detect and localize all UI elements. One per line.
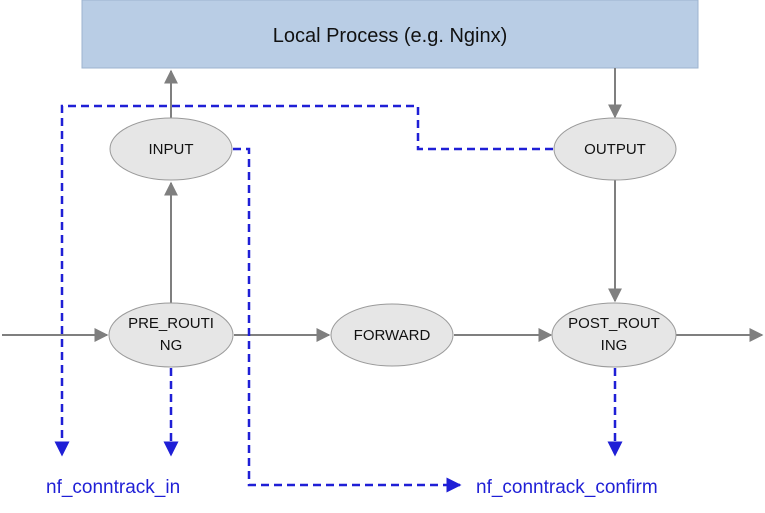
node-forward: FORWARD [330, 303, 454, 367]
path-output-to-conntrack-in [54, 104, 553, 457]
input-ellipse [109, 117, 233, 181]
output-ellipse [553, 117, 677, 181]
post-routing-label-line2: ING [601, 337, 628, 354]
forward-ellipse [330, 303, 454, 367]
node-input: INPUT [109, 117, 233, 181]
conntrack-paths [54, 104, 623, 493]
node-post-routing: POST_ROUT ING [551, 302, 677, 368]
forward-label: FORWARD [354, 327, 431, 344]
conntrack-confirm-label: nf_conntrack_confirm [476, 477, 658, 498]
output-label: OUTPUT [584, 141, 646, 158]
post-routing-label-line1: POST_ROUT [568, 315, 660, 332]
path-input-to-conntrack-confirm [233, 147, 462, 493]
post-routing-ellipse [551, 302, 677, 368]
pre-routing-label-line2: NG [160, 337, 183, 354]
input-label: INPUT [149, 141, 194, 158]
conntrack-in-label: nf_conntrack_in [46, 477, 180, 498]
local-process-box [81, 0, 699, 69]
pre-routing-label-line1: PRE_ROUTI [128, 315, 214, 332]
local-process-label: Local Process (e.g. Nginx) [273, 25, 508, 47]
node-output: OUTPUT [553, 117, 677, 181]
packet-flow-arrows [2, 68, 764, 342]
node-pre-routing: PRE_ROUTI NG [108, 302, 234, 368]
pre-routing-ellipse [108, 302, 234, 368]
